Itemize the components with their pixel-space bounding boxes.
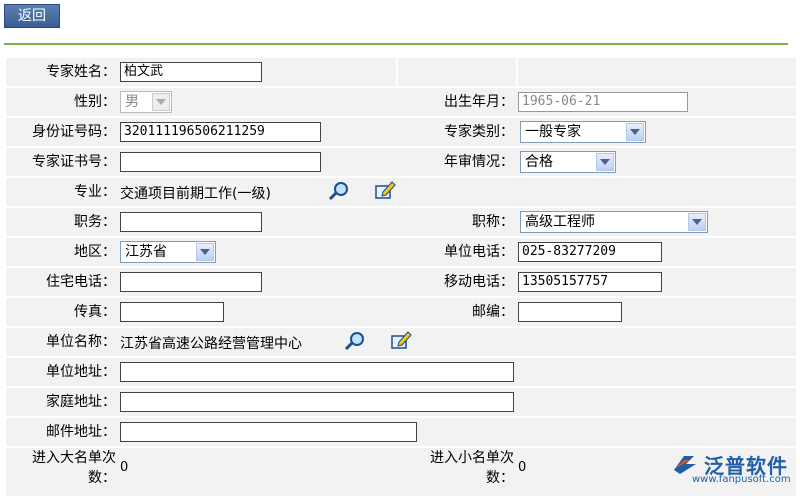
work-phone-label: 单位电话： (444, 244, 514, 260)
fax-field[interactable] (120, 302, 224, 322)
search-icon[interactable] (344, 331, 366, 351)
form-row-unit-addr: 单位地址： (6, 358, 796, 386)
home-addr-field[interactable] (120, 392, 514, 412)
edit-icon[interactable] (390, 330, 412, 350)
category-label: 专家类别： (444, 124, 514, 140)
mobile-label: 移动电话： (444, 274, 514, 290)
duty-field[interactable] (120, 212, 262, 232)
name-field[interactable]: 柏文武 (120, 62, 262, 82)
mobile-field[interactable]: 13505157757 (518, 272, 662, 292)
chevron-down-icon (596, 153, 614, 171)
chevron-down-icon (626, 123, 644, 141)
region-value: 江苏省 (125, 244, 167, 260)
big-list-count: 0 (120, 460, 129, 475)
home-addr-label: 家庭地址： (46, 394, 116, 410)
form-row-unit-name: 单位名称： 江苏省高速公路经营管理中心 (6, 328, 796, 356)
form-row-cert: 专家证书号： 年审情况： 合格 (6, 148, 796, 176)
unit-addr-field[interactable] (120, 362, 514, 382)
birth-label: 出生年月： (444, 94, 514, 110)
brand-logo: 泛普软件 www.fanpusoft.com (670, 450, 794, 486)
cert-number-field[interactable] (120, 152, 321, 172)
form-row-home-addr: 家庭地址： (6, 388, 796, 416)
title-select[interactable]: 高级工程师 (520, 211, 708, 233)
id-number-field[interactable]: 320111196506211259 (120, 122, 321, 142)
gender-label: 性别： (74, 94, 116, 110)
form-row-home-phone: 住宅电话： 移动电话： 13505157757 (6, 268, 796, 296)
unit-addr-label: 单位地址： (46, 364, 116, 380)
chevron-down-icon (152, 93, 170, 111)
gender-value: 男 (125, 94, 139, 110)
work-phone-field[interactable]: 025-83277209 (518, 242, 662, 262)
category-select[interactable]: 一般专家 (520, 121, 646, 143)
edit-icon[interactable] (374, 180, 396, 200)
region-label: 地区： (74, 244, 116, 260)
title-label: 职称： (472, 214, 514, 230)
fax-label: 传真： (74, 304, 116, 320)
form-row-mail-addr: 邮件地址： (6, 418, 796, 446)
major-value: 交通项目前期工作(一级) (120, 186, 271, 202)
home-phone-label: 住宅电话： (46, 274, 116, 290)
header-divider (4, 43, 788, 45)
title-value: 高级工程师 (525, 214, 595, 230)
zip-label: 邮编： (472, 304, 514, 320)
name-label: 专家姓名： (46, 64, 116, 80)
brand-logo-icon (674, 456, 696, 474)
annual-select[interactable]: 合格 (520, 151, 616, 173)
form-row-gender: 性别： 男 出生年月： 1965-06-21 (6, 88, 796, 116)
major-label: 专业： (74, 184, 116, 200)
region-select[interactable]: 江苏省 (120, 241, 216, 263)
annual-label: 年审情况： (444, 154, 514, 170)
duty-label: 职务： (74, 214, 116, 230)
form-row-fax: 传真： 邮编： (6, 298, 796, 326)
mail-addr-field[interactable] (120, 422, 417, 442)
small-list-label: 进入小名单次 数： (430, 450, 514, 486)
unit-name-label: 单位名称： (46, 334, 116, 350)
chevron-down-icon (688, 213, 706, 231)
search-icon[interactable] (328, 181, 350, 201)
unit-name-value: 江苏省高速公路经营管理中心 (120, 336, 302, 352)
cert-label: 专家证书号： (32, 154, 116, 170)
form-row-id: 身份证号码： 320111196506211259 专家类别： 一般专家 (6, 118, 796, 146)
form-row-region: 地区： 江苏省 单位电话： 025-83277209 (6, 238, 796, 266)
zip-field[interactable] (518, 302, 622, 322)
back-button[interactable]: 返回 (4, 4, 60, 28)
form-row-major: 专业： 交通项目前期工作(一级) (6, 178, 796, 206)
big-list-label: 进入大名单次 数： (32, 450, 116, 486)
form-row-name: 专家姓名： 柏文武 (6, 58, 796, 86)
form-row-duty: 职务： 职称： 高级工程师 (6, 208, 796, 236)
home-phone-field[interactable] (120, 272, 262, 292)
small-list-count: 0 (518, 460, 527, 475)
category-value: 一般专家 (525, 124, 581, 140)
gender-select[interactable]: 男 (120, 91, 172, 113)
id-label: 身份证号码： (32, 124, 116, 140)
brand-name: 泛普软件 (704, 454, 788, 478)
birth-field[interactable]: 1965-06-21 (518, 92, 688, 112)
annual-value: 合格 (525, 154, 553, 170)
chevron-down-icon (196, 243, 214, 261)
mail-addr-label: 邮件地址： (46, 424, 116, 440)
form-row-list-counts: 进入大名单次 数： 0 进入小名单次 数： 0 (6, 448, 796, 496)
top-toolbar: 返回 (0, 0, 800, 46)
brand-url: www.fanpusoft.com (692, 474, 791, 485)
